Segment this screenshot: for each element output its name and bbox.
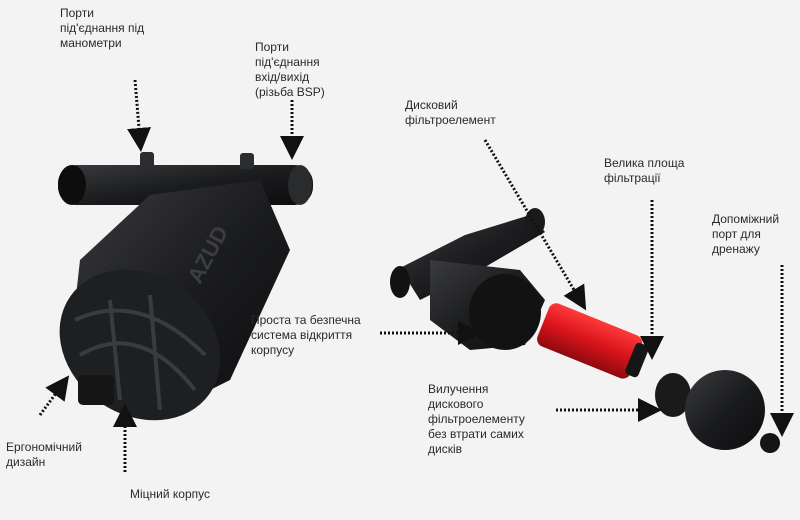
exploded-filter [390,208,780,453]
label-disc-removal: Вилучення дискового фільтроелементу без … [428,382,525,456]
label-ergonomic: Ергономічний дизайн [6,440,82,469]
assembled-filter: AZUD [58,152,313,421]
label-inlet-outlet-ports: Порти під'єднання вхід/вихід (різьба BSP… [255,40,325,99]
label-drain-port: Допоміжний порт для дренажу [712,212,780,256]
label-large-area: Велика площа фільтрації [604,156,685,185]
leader-arrows [38,79,794,472]
label-easy-open: Проста та безпечна система відкриття кор… [251,313,361,357]
label-strong-body: Міцний корпус [130,487,210,501]
label-pressure-ports: Порти під'єднання під манометри [60,6,145,50]
label-disc-element: Дисковий фільтроелемент [405,98,496,127]
